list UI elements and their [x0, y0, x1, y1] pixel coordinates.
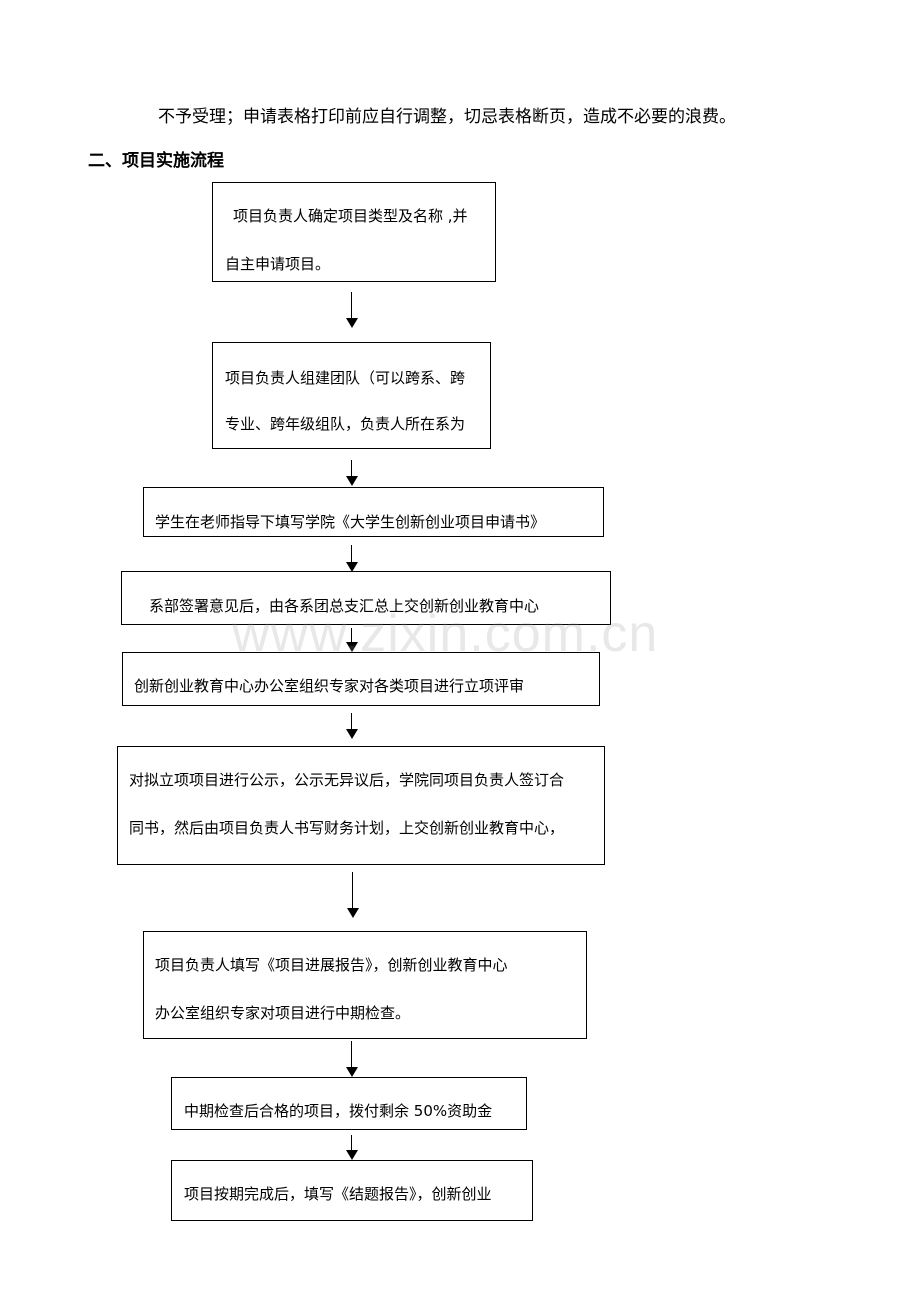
flow-step-6-line-1: 对拟立项项目进行公示，公示无异议后，学院同项目负责人签订合 [129, 771, 565, 789]
flow-step-1-line-1: 项目负责人确定项目类型及名称 ,并 [233, 207, 468, 225]
flow-step-7-line-2: 办公室组织专家对项目进行中期检查。 [155, 1004, 411, 1022]
flow-step-4-line-1: 系部签署意见后，由各系团总支汇总上交创新创业教育中心 [149, 597, 540, 615]
flow-arrow-2 [346, 460, 358, 486]
flow-step-6-line-2: 同书，然后由项目负责人书写财务计划，上交创新创业教育中心， [129, 819, 565, 837]
flow-step-5-line-1: 创新创业教育中心办公室组织专家对各类项目进行立项评审 [134, 677, 525, 695]
flow-step-8-box: 中期检查后合格的项目，拨付剩余 50%资助金 [171, 1077, 527, 1130]
flow-step-1-line-2: 自主申请项目。 [225, 255, 331, 273]
flow-step-2-box: 项目负责人组建团队（可以跨系、跨 专业、跨年级组队，负责人所在系为 [212, 342, 491, 449]
flow-arrow-8 [346, 1135, 358, 1160]
intro-paragraph-line: 不予受理；申请表格打印前应自行调整，切忌表格断页，造成不必要的浪费。 [158, 107, 736, 127]
flow-step-3-line-1: 学生在老师指导下填写学院《大学生创新创业项目申请书》 [155, 513, 546, 531]
flow-arrow-7 [346, 1041, 358, 1077]
flow-arrow-5 [346, 713, 358, 739]
flow-step-6-box: 对拟立项项目进行公示，公示无异议后，学院同项目负责人签订合 同书，然后由项目负责… [117, 746, 605, 865]
flow-step-5-box: 创新创业教育中心办公室组织专家对各类项目进行立项评审 [122, 652, 600, 706]
flow-step-7-box: 项目负责人填写《项目进展报告》，创新创业教育中心 办公室组织专家对项目进行中期检… [143, 931, 587, 1039]
section-heading: 二、项目实施流程 [88, 151, 224, 171]
flow-arrow-1 [346, 292, 358, 328]
flow-step-9-box: 项目按期完成后，填写《结题报告》，创新创业 [171, 1160, 533, 1221]
watermark: www.zixin.com.cn [232, 605, 659, 663]
flow-step-9-line-1: 项目按期完成后，填写《结题报告》，创新创业 [184, 1185, 492, 1203]
flow-arrow-6 [347, 872, 359, 918]
flow-step-3-box: 学生在老师指导下填写学院《大学生创新创业项目申请书》 [143, 487, 604, 537]
flow-step-4-box: 系部签署意见后，由各系团总支汇总上交创新创业教育中心 [121, 571, 611, 625]
flow-step-8-line-1: 中期检查后合格的项目，拨付剩余 50%资助金 [184, 1102, 493, 1120]
flow-step-1-box: 项目负责人确定项目类型及名称 ,并 自主申请项目。 [212, 182, 496, 282]
flow-step-7-line-1: 项目负责人填写《项目进展报告》，创新创业教育中心 [155, 956, 508, 974]
flow-step-2-line-2: 专业、跨年级组队，负责人所在系为 [225, 415, 466, 433]
flow-step-2-line-1: 项目负责人组建团队（可以跨系、跨 [225, 369, 466, 387]
flow-arrow-3 [346, 545, 358, 572]
flow-arrow-4 [346, 628, 358, 652]
